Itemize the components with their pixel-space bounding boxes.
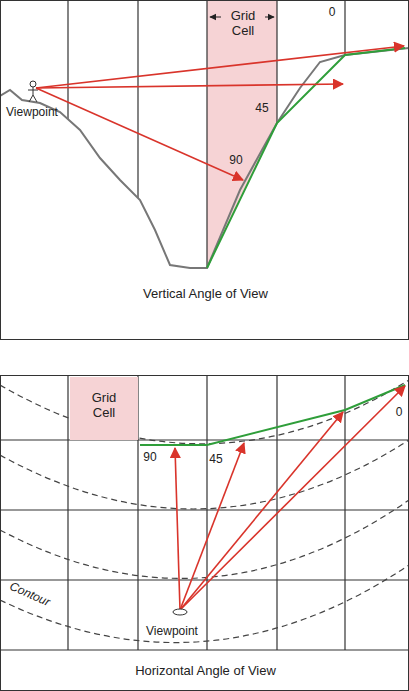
angle-number: 0 <box>396 405 403 419</box>
viewpoint-label: Viewpoint <box>146 624 198 638</box>
sight-arrows <box>175 386 405 610</box>
angle-number: 90 <box>143 450 156 464</box>
horizontal-view-panel <box>0 375 409 650</box>
visible-slope-line <box>207 48 405 268</box>
grid-cell: Grid Cell <box>70 377 138 440</box>
grid-cell-band: Grid Cell <box>208 1 278 269</box>
ground-fill <box>0 48 409 280</box>
viewer-figure <box>28 81 38 102</box>
grid-lines <box>0 375 409 650</box>
sight-arrows <box>36 46 404 180</box>
terrain-profile <box>0 48 409 268</box>
visible-contour-line <box>140 385 405 445</box>
angle-number: 45 <box>255 101 268 115</box>
contour-lines <box>0 380 409 643</box>
grid-cell-label: Grid Cell <box>82 391 126 421</box>
view-panel: Grid CellHorizontal Angle of View <box>0 375 409 691</box>
viewpoint-marker <box>173 609 187 615</box>
view-panel: Grid CellVertical Angle of View <box>0 0 409 340</box>
viewpoint-label: Viewpoint <box>6 105 58 119</box>
panel-caption: Horizontal Angle of View <box>133 664 278 679</box>
angle-number: 45 <box>209 452 222 466</box>
panel-caption: Vertical Angle of View <box>141 287 270 302</box>
vertical-view-panel <box>0 0 409 280</box>
angle-number: 0 <box>329 5 336 19</box>
angle-number: 90 <box>229 153 242 167</box>
grid-cell-label: Grid Cell <box>221 9 265 39</box>
contour-label: Contour <box>8 579 53 609</box>
